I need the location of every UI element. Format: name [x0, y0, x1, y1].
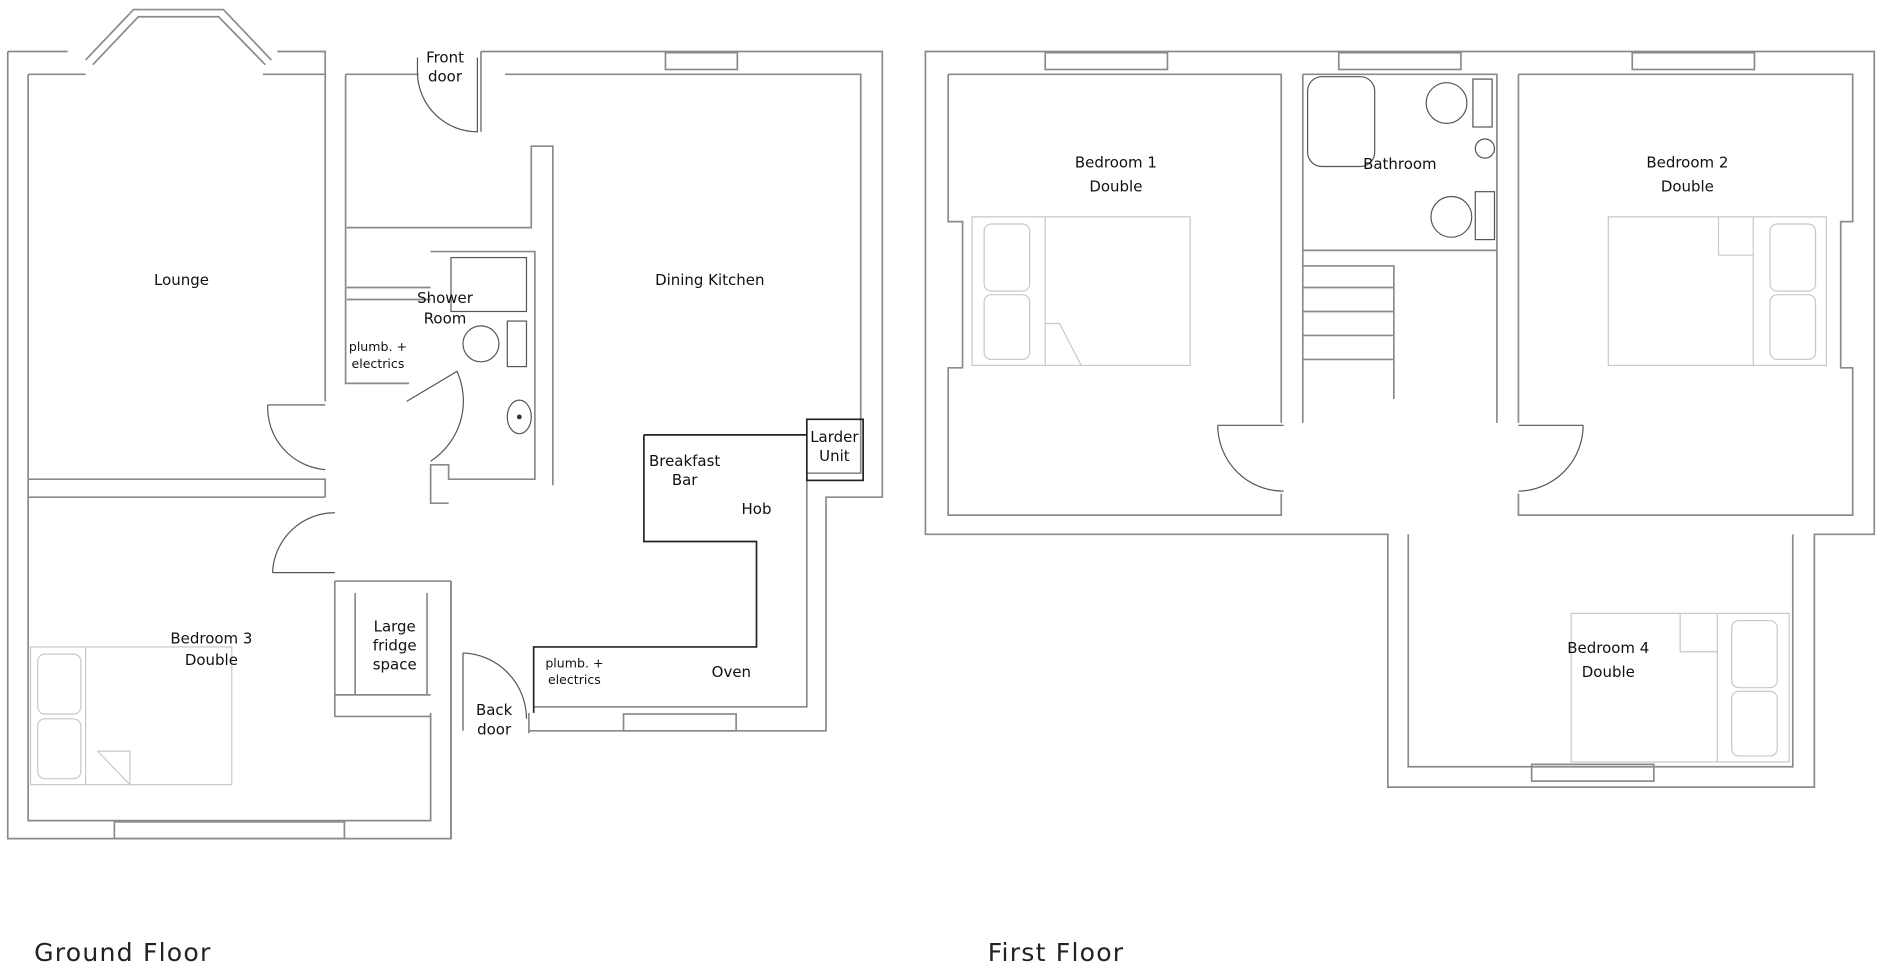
svg-text:Bedroom 2: Bedroom 2 [1646, 154, 1728, 172]
label-lounge: Lounge [154, 271, 209, 289]
svg-text:space: space [373, 656, 417, 674]
label-hob: Hob [742, 500, 772, 518]
svg-text:Oven: Oven [712, 663, 751, 681]
svg-text:Bedroom 3: Bedroom 3 [170, 629, 252, 647]
first-floor-title: First Floor [988, 938, 1125, 967]
svg-text:Breakfast: Breakfast [649, 452, 720, 470]
svg-text:electrics: electrics [548, 672, 601, 687]
svg-text:Unit: Unit [819, 447, 850, 465]
label-bathroom: Bathroom [1363, 155, 1437, 173]
svg-text:plumb. +: plumb. + [349, 339, 407, 354]
svg-text:Room: Room [424, 309, 467, 327]
svg-text:door: door [428, 67, 463, 85]
label-plumb-electrics: plumb. + electrics [349, 339, 407, 371]
ground-floor-title: Ground Floor [34, 938, 211, 967]
label-plumb-electrics-2: plumb. + electrics [545, 655, 603, 687]
first-floor-plan: Bedroom 1 Double Bathroom Bedroom 2 Double… [924, 50, 1876, 788]
svg-text:Bedroom 1: Bedroom 1 [1075, 154, 1157, 172]
svg-text:Lounge: Lounge [154, 271, 209, 289]
label-bedroom-1: Bedroom 1 Double [1075, 154, 1157, 196]
svg-text:Larder: Larder [810, 428, 859, 446]
svg-text:Dining Kitchen: Dining Kitchen [655, 271, 764, 289]
label-bedroom-4: Bedroom 4 Double [1567, 639, 1649, 681]
svg-text:Shower: Shower [417, 289, 474, 307]
label-bedroom-3: Bedroom 3 Double [170, 629, 252, 669]
svg-text:Bar: Bar [672, 471, 698, 489]
svg-text:door: door [477, 720, 512, 738]
svg-text:Large: Large [374, 617, 416, 635]
svg-text:Back: Back [476, 701, 513, 719]
svg-text:Bathroom: Bathroom [1363, 155, 1437, 173]
svg-text:Double: Double [1661, 178, 1714, 196]
svg-text:Double: Double [185, 651, 238, 669]
label-bedroom-2: Bedroom 2 Double [1646, 154, 1728, 196]
svg-text:Hob: Hob [742, 500, 772, 518]
svg-text:fridge: fridge [373, 637, 417, 655]
svg-text:Front: Front [426, 48, 464, 66]
label-dining-kitchen: Dining Kitchen [655, 271, 764, 289]
svg-text:electrics: electrics [351, 356, 404, 371]
svg-text:Double: Double [1089, 178, 1142, 196]
label-oven: Oven [712, 663, 751, 681]
svg-text:Bedroom 4: Bedroom 4 [1567, 639, 1649, 657]
svg-text:plumb. +: plumb. + [545, 655, 603, 670]
svg-text:Double: Double [1582, 663, 1635, 681]
